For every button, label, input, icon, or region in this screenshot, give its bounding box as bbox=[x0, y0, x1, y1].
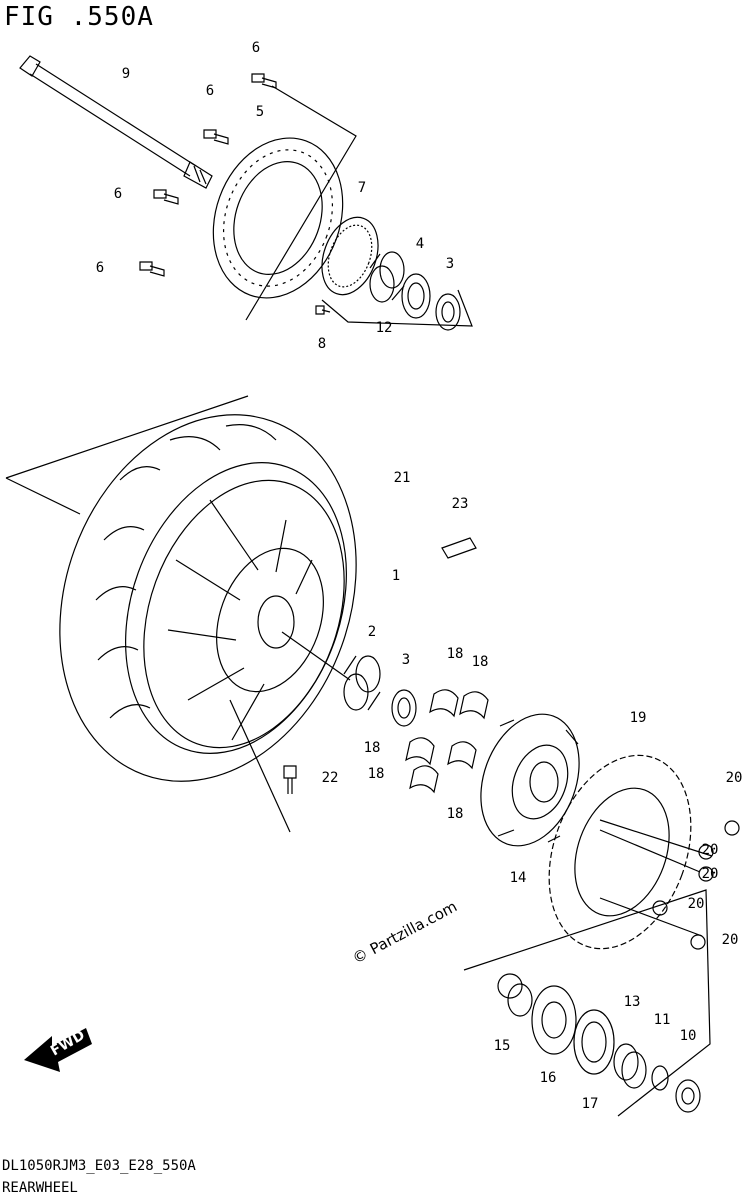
part-label-p19: 19 bbox=[630, 710, 647, 726]
part-label-p2: 2 bbox=[368, 624, 376, 640]
part-label-p3b: 3 bbox=[402, 652, 410, 668]
forward-direction-arrow: FWD bbox=[24, 1027, 92, 1072]
washer-part bbox=[651, 1065, 669, 1091]
axle-part bbox=[19, 55, 213, 189]
part-label-p20b: 20 bbox=[702, 842, 719, 858]
damper-parts bbox=[405, 689, 489, 794]
bearing-part-4 bbox=[401, 273, 431, 319]
part-label-p18b: 18 bbox=[472, 654, 489, 670]
sprocket-nuts bbox=[652, 820, 740, 950]
part-label-p18a: 18 bbox=[447, 646, 464, 662]
part-label-p14: 14 bbox=[510, 870, 527, 886]
bearing-part-16 bbox=[531, 985, 577, 1055]
oil-seal-part-3b bbox=[391, 689, 417, 727]
part-label-p3a: 3 bbox=[446, 256, 454, 272]
oil-seal-part-17 bbox=[573, 1009, 615, 1075]
part-label-p20e: 20 bbox=[722, 932, 739, 948]
balance-weight-part bbox=[441, 537, 477, 559]
part-label-p6b: 6 bbox=[206, 83, 214, 99]
leader-valve bbox=[229, 699, 291, 833]
valve-part bbox=[283, 765, 297, 794]
part-label-p9: 9 bbox=[122, 66, 130, 82]
watermark: © Partzilla.com bbox=[349, 897, 460, 967]
part-label-p1: 1 bbox=[392, 568, 400, 584]
part-label-p21: 21 bbox=[394, 470, 411, 486]
part-label-p20d: 20 bbox=[688, 896, 705, 912]
part-label-p20a: 20 bbox=[726, 770, 743, 786]
leader-collar bbox=[281, 631, 351, 681]
section-name: REARWHEEL bbox=[2, 1180, 78, 1196]
figure-title: FIG .550A bbox=[4, 2, 154, 32]
part-label-p13: 13 bbox=[624, 994, 641, 1010]
sensor-rotor-part bbox=[321, 216, 379, 296]
part-label-p18c: 18 bbox=[364, 740, 381, 756]
part-label-p18d: 18 bbox=[368, 766, 385, 782]
spacer-part bbox=[369, 251, 405, 303]
oil-seal-part-3a bbox=[435, 293, 461, 331]
part-label-p10: 10 bbox=[680, 1028, 697, 1044]
sprocket-carrier-part bbox=[480, 713, 580, 847]
collar-part bbox=[343, 655, 381, 711]
sensor-screw-part bbox=[315, 305, 331, 315]
part-label-p11: 11 bbox=[654, 1012, 671, 1028]
disc-bolts bbox=[139, 73, 277, 277]
axle-nut-part bbox=[675, 1079, 701, 1113]
part-label-p6c: 6 bbox=[114, 186, 122, 202]
part-label-p17: 17 bbox=[582, 1096, 599, 1112]
part-label-p8: 8 bbox=[318, 336, 326, 352]
part-label-p16: 16 bbox=[540, 1070, 557, 1086]
sprocket-part bbox=[548, 754, 692, 950]
collar-part-13 bbox=[613, 1043, 647, 1089]
leader-lines-sensor bbox=[321, 289, 473, 327]
leader-lines-top bbox=[245, 85, 357, 321]
spacer-part-15 bbox=[497, 973, 533, 1017]
leader-nuts bbox=[599, 819, 713, 937]
leader-lines-lower bbox=[463, 889, 711, 1117]
wheel-rim-part bbox=[143, 479, 345, 749]
part-label-p7: 7 bbox=[358, 180, 366, 196]
part-label-p20c: 20 bbox=[702, 866, 719, 882]
part-label-p4: 4 bbox=[416, 236, 424, 252]
part-label-p23: 23 bbox=[452, 496, 469, 512]
part-label-p12: 12 bbox=[376, 320, 393, 336]
part-label-p15: 15 bbox=[494, 1038, 511, 1054]
brake-disc-part bbox=[212, 137, 344, 299]
model-code: DL1050RJM3_E03_E28_550A bbox=[2, 1158, 196, 1174]
part-label-p5: 5 bbox=[256, 104, 264, 120]
part-label-p22: 22 bbox=[322, 770, 339, 786]
leader-lines-wheel bbox=[5, 395, 249, 515]
part-label-p18e: 18 bbox=[447, 806, 464, 822]
tire-part bbox=[59, 414, 357, 782]
part-label-p6a: 6 bbox=[252, 40, 260, 56]
part-label-p6d: 6 bbox=[96, 260, 104, 276]
